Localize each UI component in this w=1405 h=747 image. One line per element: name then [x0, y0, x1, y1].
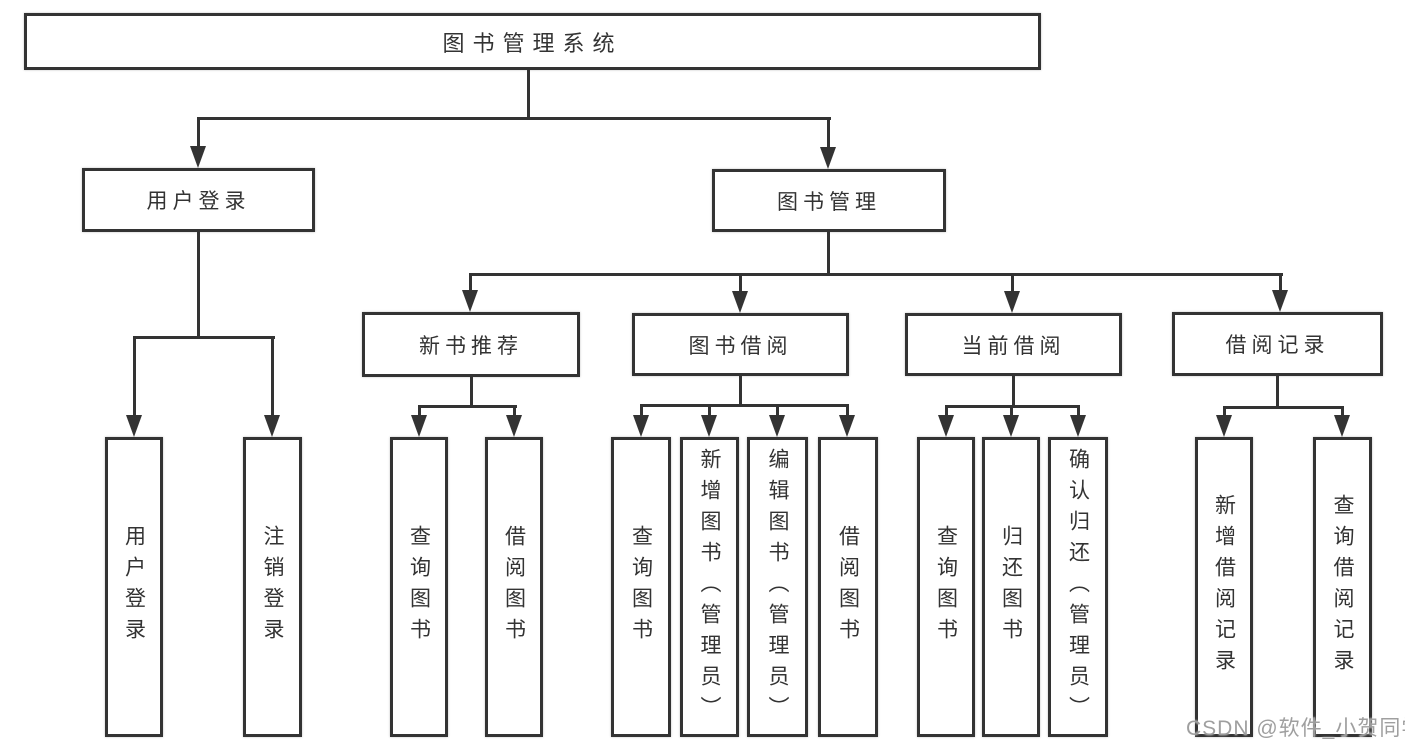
leaf-borrow-edit-admin: 编辑图书（管理员） — [747, 437, 808, 737]
leaf-current-confirm-admin: 确认归还（管理员） — [1048, 437, 1108, 737]
node-borrow-records-label: 借阅记录 — [1225, 334, 1330, 357]
node-user-login: 用户登录 — [82, 168, 315, 232]
leaf-borrow-add-admin: 新增图书（管理员） — [680, 437, 739, 737]
arrowhead-icon — [701, 415, 717, 437]
connector-borrow-stem — [739, 376, 742, 407]
leaf-record-add: 新增借阅记录 — [1195, 437, 1253, 737]
leaf-current-query-label: 查询图书 — [934, 525, 958, 649]
connector-current-drop-3 — [1077, 405, 1080, 419]
connector-login-stem — [197, 232, 200, 339]
arrowhead-icon — [126, 415, 142, 437]
csdn-watermark: CSDN @软件_小贺同学 — [1186, 717, 1405, 740]
node-current-borrow: 当前借阅 — [905, 313, 1122, 376]
node-new-book-recommend: 新书推荐 — [362, 312, 580, 377]
connector-newbook-drop-2 — [513, 405, 516, 419]
connector-level2-drop-right — [827, 117, 830, 149]
leaf-logout-label: 注销登录 — [261, 525, 285, 649]
leaf-borrow-add-admin-label: 新增图书（管理员） — [698, 447, 722, 727]
leaf-borrow-borrow: 借阅图书 — [818, 437, 878, 737]
connector-level3-rail — [469, 273, 1283, 276]
connector-login-rail — [133, 336, 275, 339]
arrowhead-icon — [1272, 290, 1288, 312]
leaf-current-query: 查询图书 — [917, 437, 975, 737]
node-book-management: 图书管理 — [712, 169, 946, 232]
arrowhead-icon — [820, 147, 836, 169]
leaf-current-return: 归还图书 — [982, 437, 1040, 737]
connector-level3-drop-1 — [469, 273, 472, 293]
connector-current-stem — [1012, 376, 1015, 408]
leaf-record-query: 查询借阅记录 — [1313, 437, 1372, 737]
connector-borrow-drop-1 — [640, 404, 643, 419]
node-root-label: 图书管理系统 — [442, 30, 623, 56]
arrowhead-icon — [1216, 415, 1232, 437]
node-current-borrow-label: 当前借阅 — [961, 334, 1066, 358]
leaf-borrow-query-label: 查询图书 — [629, 525, 653, 649]
connector-records-stem — [1276, 376, 1279, 409]
leaf-newbook-borrow: 借阅图书 — [485, 437, 543, 737]
connector-borrow-drop-4 — [846, 404, 849, 419]
connector-login-drop-2 — [271, 336, 274, 418]
arrowhead-icon — [1070, 415, 1086, 437]
leaf-user-login-label: 用户登录 — [122, 525, 146, 649]
leaf-newbook-query: 查询图书 — [390, 437, 448, 737]
node-book-management-label: 图书管理 — [777, 190, 881, 214]
connector-level3-drop-2 — [739, 273, 742, 293]
arrowhead-icon — [462, 290, 478, 312]
arrowhead-icon — [769, 415, 785, 437]
connector-level3-drop-3 — [1011, 273, 1014, 293]
arrowhead-icon — [411, 415, 427, 437]
connector-borrow-drop-2 — [708, 404, 711, 419]
leaf-current-confirm-admin-label: 确认归还（管理员） — [1066, 447, 1090, 727]
arrowhead-icon — [732, 291, 748, 313]
connector-borrow-drop-3 — [776, 404, 779, 419]
arrowhead-icon — [1004, 291, 1020, 313]
connector-current-drop-1 — [945, 405, 948, 419]
arrowhead-icon — [1003, 415, 1019, 437]
arrowhead-icon — [190, 146, 206, 168]
arrowhead-icon — [633, 415, 649, 437]
connector-level2-rail — [197, 117, 831, 120]
connector-current-drop-2 — [1010, 405, 1013, 419]
connector-newbook-drop-1 — [418, 405, 421, 419]
node-root: 图书管理系统 — [24, 13, 1041, 70]
leaf-user-login: 用户登录 — [105, 437, 163, 737]
node-book-borrow-label: 图书借阅 — [688, 334, 793, 358]
connector-login-drop-1 — [133, 336, 136, 418]
leaf-borrow-borrow-label: 借阅图书 — [836, 525, 860, 649]
arrowhead-icon — [938, 415, 954, 437]
connector-borrow-rail — [640, 404, 849, 407]
leaf-logout: 注销登录 — [243, 437, 302, 737]
node-book-borrow: 图书借阅 — [632, 313, 849, 376]
node-new-book-recommend-label: 新书推荐 — [419, 334, 523, 358]
connector-newbook-stem — [470, 377, 473, 408]
arrowhead-icon — [506, 415, 522, 437]
node-user-login-label: 用户登录 — [146, 190, 251, 213]
arrowhead-icon — [839, 415, 855, 437]
node-borrow-records: 借阅记录 — [1172, 312, 1383, 376]
connector-records-drop-1 — [1223, 406, 1226, 419]
leaf-record-add-label: 新增借阅记录 — [1212, 494, 1236, 680]
connector-newbook-rail — [418, 405, 517, 408]
leaf-newbook-query-label: 查询图书 — [407, 525, 431, 649]
leaf-current-return-label: 归还图书 — [999, 525, 1023, 649]
connector-mgmt-stem — [827, 232, 830, 276]
leaf-newbook-borrow-label: 借阅图书 — [502, 525, 526, 649]
arrowhead-icon — [264, 415, 280, 437]
leaf-borrow-query: 查询图书 — [611, 437, 671, 737]
connector-records-drop-2 — [1341, 406, 1344, 419]
arrowhead-icon — [1334, 415, 1350, 437]
connector-records-rail — [1223, 406, 1344, 409]
connector-root-stem — [527, 70, 530, 118]
leaf-borrow-edit-admin-label: 编辑图书（管理员） — [766, 447, 790, 727]
connector-level2-drop-left — [197, 117, 200, 149]
leaf-record-query-label: 查询借阅记录 — [1331, 494, 1355, 680]
connector-level3-drop-4 — [1279, 273, 1282, 293]
